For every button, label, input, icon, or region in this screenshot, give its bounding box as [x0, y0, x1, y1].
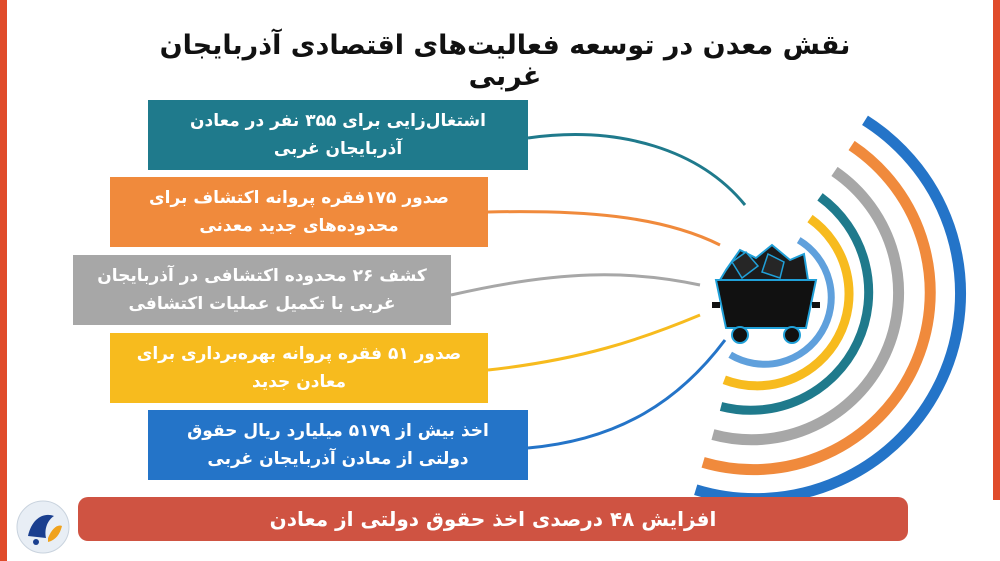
arc-blue-outer	[694, 115, 966, 505]
news-agency-logo	[16, 500, 70, 554]
left-edge-bar	[0, 0, 7, 561]
arc-lightblue-inner	[728, 237, 835, 368]
stat-box-employment: اشتغال‌زایی برای ۳۵۵ نفر در معادن آذربای…	[148, 100, 528, 170]
stat-box-government-revenue: اخذ بیش از ۵۱۷۹ میلیارد ریال حقوق دولتی …	[148, 410, 528, 480]
connector-line-3	[450, 273, 701, 297]
arc-gray	[711, 166, 905, 446]
connector-line-1	[527, 133, 747, 206]
connector-line-2	[487, 210, 721, 247]
stat-box-exploration-areas: کشف ۲۶ محدوده اکتشافی در آذربایجان غربی …	[73, 255, 451, 325]
arc-teal	[719, 193, 874, 415]
footer-banner: افزایش ۴۸ درصدی اخذ حقوق دولتی از معادن	[78, 497, 908, 541]
connector-line-4	[487, 313, 701, 372]
mine-cart-icon	[712, 243, 820, 344]
right-edge-bar	[993, 0, 1000, 500]
page-title: نقش معدن در توسعه فعالیت‌های اقتصادی آذر…	[159, 30, 851, 92]
stat-box-exploration-permits: صدور ۱۷۵فقره پروانه اکتشاف برای محدوده‌ه…	[110, 177, 488, 247]
stat-box-operation-permits: صدور ۵۱ فقره پروانه بهره‌برداری برای معا…	[110, 333, 488, 403]
arc-yellow	[722, 214, 854, 391]
arc-orange	[701, 140, 936, 476]
connector-line-5	[527, 339, 727, 450]
